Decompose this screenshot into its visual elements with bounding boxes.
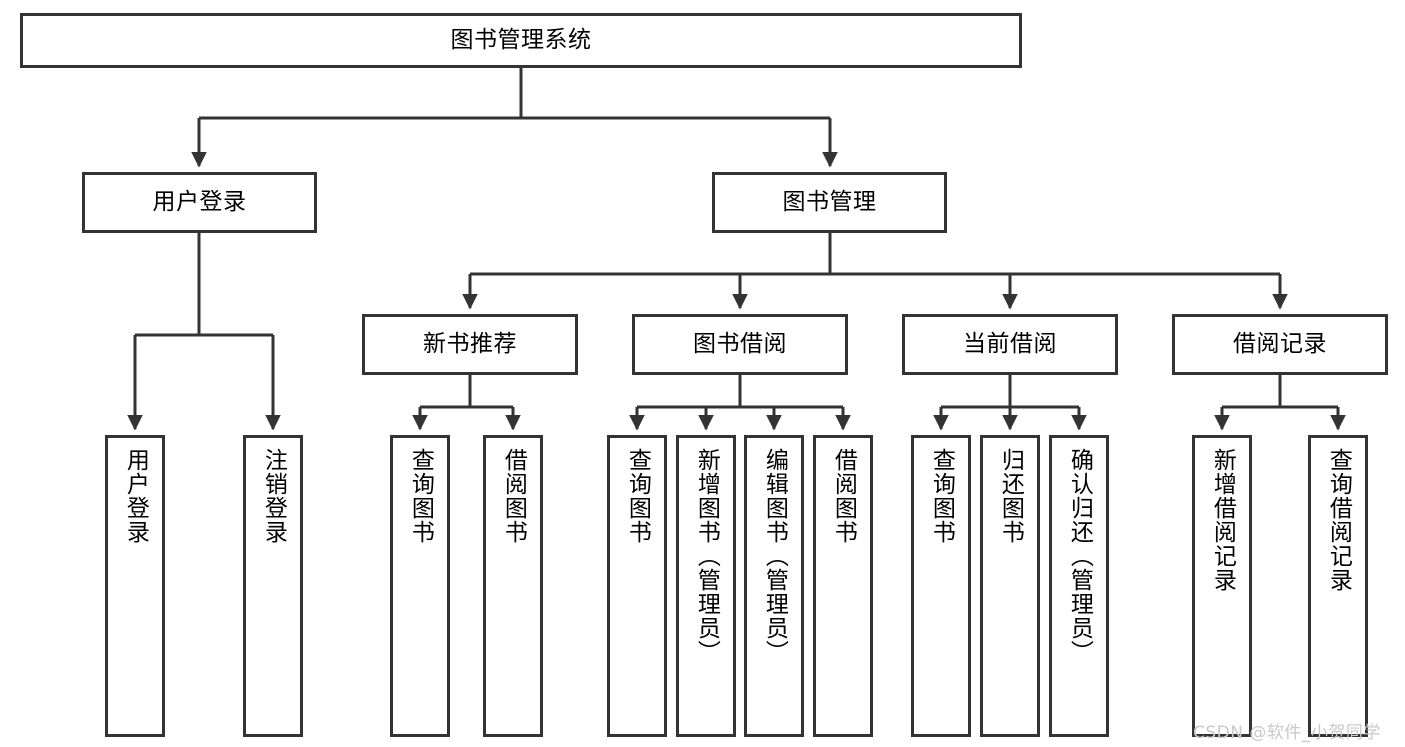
node-leaf-user-login[interactable]: 用户登录 xyxy=(105,435,165,737)
node-leaf-return-book-label: 归还图书 xyxy=(997,448,1024,544)
node-leaf-query-book-2-label: 查询图书 xyxy=(624,448,651,544)
node-new-book-recommend-label: 新书推荐 xyxy=(423,331,517,358)
node-user-login-label: 用户登录 xyxy=(152,189,247,216)
node-book-borrow[interactable]: 图书借阅 xyxy=(632,314,848,375)
node-root[interactable]: 图书管理系统 xyxy=(20,13,1022,68)
node-leaf-borrow-book-1[interactable]: 借阅图书 xyxy=(483,435,543,737)
node-leaf-query-book-3[interactable]: 查询图书 xyxy=(911,435,971,737)
node-current-borrow[interactable]: 当前借阅 xyxy=(902,314,1118,375)
node-leaf-edit-book[interactable]: 编辑图书（管理员） xyxy=(744,435,804,737)
node-leaf-add-book[interactable]: 新增图书（管理员） xyxy=(676,435,736,737)
node-leaf-add-record[interactable]: 新增借阅记录 xyxy=(1192,435,1252,737)
node-leaf-add-book-label: 新增图书（管理员） xyxy=(693,448,720,664)
node-leaf-add-record-label: 新增借阅记录 xyxy=(1209,448,1236,592)
node-leaf-edit-book-label: 编辑图书（管理员） xyxy=(761,448,788,664)
node-book-manage[interactable]: 图书管理 xyxy=(712,172,947,233)
node-leaf-query-book-1[interactable]: 查询图书 xyxy=(390,435,450,737)
node-borrow-record[interactable]: 借阅记录 xyxy=(1172,314,1388,375)
node-leaf-query-book-2[interactable]: 查询图书 xyxy=(607,435,667,737)
node-leaf-query-record[interactable]: 查询借阅记录 xyxy=(1308,435,1368,737)
node-leaf-query-book-3-label: 查询图书 xyxy=(928,448,955,544)
node-book-borrow-label: 图书借阅 xyxy=(693,331,787,358)
node-leaf-borrow-book-1-label: 借阅图书 xyxy=(500,448,527,544)
node-user-login[interactable]: 用户登录 xyxy=(82,172,317,233)
node-leaf-return-book[interactable]: 归还图书 xyxy=(980,435,1040,737)
node-leaf-user-logout[interactable]: 注销登录 xyxy=(243,435,303,737)
node-borrow-record-label: 借阅记录 xyxy=(1233,331,1327,358)
node-leaf-confirm-return-label: 确认归还（管理员） xyxy=(1066,448,1093,664)
node-leaf-query-book-1-label: 查询图书 xyxy=(407,448,434,544)
node-leaf-user-logout-label: 注销登录 xyxy=(260,448,287,544)
node-leaf-borrow-book-2-label: 借阅图书 xyxy=(830,448,857,544)
node-root-label: 图书管理系统 xyxy=(450,27,592,54)
node-book-manage-label: 图书管理 xyxy=(782,189,877,216)
node-leaf-query-record-label: 查询借阅记录 xyxy=(1325,448,1352,592)
node-new-book-recommend[interactable]: 新书推荐 xyxy=(362,314,578,375)
node-current-borrow-label: 当前借阅 xyxy=(963,331,1057,358)
node-leaf-user-login-label: 用户登录 xyxy=(122,448,149,544)
csdn-watermark: CSDN @软件_小贺同学 xyxy=(1193,723,1381,743)
node-leaf-confirm-return[interactable]: 确认归还（管理员） xyxy=(1049,435,1109,737)
node-leaf-borrow-book-2[interactable]: 借阅图书 xyxy=(813,435,873,737)
